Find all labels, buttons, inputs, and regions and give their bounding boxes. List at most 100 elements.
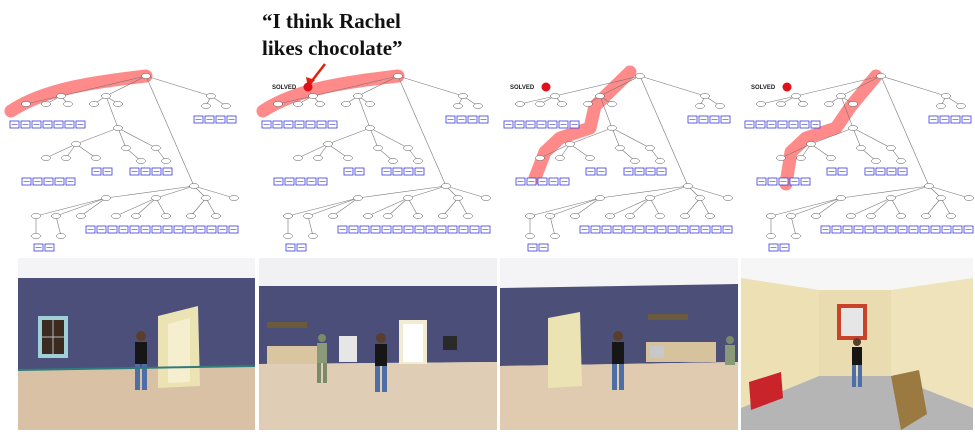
thought-quote: “I think Rachel likes chocolate” [262, 8, 403, 62]
tree-node [936, 195, 946, 201]
tree-edge [815, 197, 842, 217]
tree-edge [539, 143, 571, 159]
tree-node [550, 93, 560, 99]
tree-node [791, 233, 801, 239]
tree-node [946, 213, 956, 219]
tree-node [308, 93, 318, 99]
tree-edge [599, 75, 641, 97]
tree-edge [55, 215, 62, 237]
tree-node [403, 195, 413, 201]
tree-node [766, 213, 776, 219]
tree-node [56, 233, 66, 239]
solved-dot [782, 82, 792, 92]
tree-node [413, 158, 423, 164]
tree-node [313, 155, 323, 161]
tree-node [201, 103, 211, 109]
tree-edge [75, 143, 97, 159]
tree-node [111, 213, 121, 219]
scene-panel-3 [500, 258, 738, 430]
tree-edge [840, 185, 930, 199]
tree-node [557, 101, 567, 107]
tree-node [41, 101, 51, 107]
tree-node [545, 213, 555, 219]
tree-edge [880, 75, 947, 97]
tree-edge [35, 197, 107, 217]
tree-node [555, 155, 565, 161]
tree-edge [649, 185, 689, 199]
tree-node [806, 141, 816, 147]
tree-edge [367, 197, 409, 217]
plan-tree-panel-3: SOLVED [500, 65, 733, 256]
tree-node [308, 233, 318, 239]
tree-node [481, 195, 491, 201]
tree-node [453, 195, 463, 201]
tree-edge [795, 75, 882, 97]
tree-node [776, 155, 786, 161]
tree-node [824, 101, 834, 107]
tree-node [680, 213, 690, 219]
tree-node [273, 101, 283, 107]
tree-edge [357, 75, 399, 97]
tree-edge [852, 127, 892, 149]
tree-edge [25, 95, 62, 105]
tree-node [113, 125, 123, 131]
tree-node [605, 213, 615, 219]
tree-node [848, 101, 858, 107]
tree-node [293, 101, 303, 107]
tree-node [550, 233, 560, 239]
tree-edge [649, 197, 661, 217]
tree-edge [327, 127, 371, 145]
highlight-path [256, 69, 405, 118]
tree-node [458, 93, 468, 99]
tree-node [161, 213, 171, 219]
plan-tree-diagram: SOLVED [503, 65, 733, 252]
character [375, 333, 387, 392]
tree-node [645, 145, 655, 151]
tree-edge [529, 197, 601, 217]
tree-edge [307, 197, 359, 217]
tree-node [343, 155, 353, 161]
tree-edge [549, 197, 601, 217]
character [317, 334, 327, 383]
character [612, 331, 624, 390]
tree-node [328, 213, 338, 219]
tree-edge [629, 197, 651, 217]
tree-node [776, 101, 786, 107]
tree-edge [80, 197, 107, 217]
tree-node [51, 213, 61, 219]
tree-edge [387, 197, 409, 217]
tree-node [113, 101, 123, 107]
tree-edge [519, 95, 556, 105]
tree-node [315, 101, 325, 107]
tree-edge [790, 197, 842, 217]
tree-edge [840, 95, 854, 129]
plan-tree-panel-2: SOLVED [256, 66, 491, 256]
tree-edge [639, 75, 689, 187]
tree-node [31, 233, 41, 239]
tree-node [303, 213, 313, 219]
tree-node [363, 213, 373, 219]
tree-edge [445, 185, 487, 199]
highlight-path [4, 69, 153, 118]
tree-node [161, 158, 171, 164]
character [135, 331, 147, 390]
tree-node [836, 195, 846, 201]
tree-node [373, 145, 383, 151]
tree-node [683, 183, 693, 189]
tree-node [463, 213, 473, 219]
solved-label: SOLVED [272, 85, 297, 91]
tree-edge [117, 127, 127, 149]
tree-node [848, 125, 858, 131]
scene-panel-2 [259, 258, 497, 430]
tree-edge [780, 143, 812, 159]
tree-edge [135, 197, 157, 217]
tree-edge [287, 197, 359, 217]
tree-node [695, 103, 705, 109]
tree-node [896, 158, 906, 164]
plan-tree-diagram: SOLVED [744, 69, 974, 252]
solved-label: SOLVED [751, 85, 776, 91]
tree-node [383, 213, 393, 219]
tree-edge [145, 75, 212, 97]
tree-edge [554, 75, 641, 97]
room-scene [18, 258, 255, 430]
